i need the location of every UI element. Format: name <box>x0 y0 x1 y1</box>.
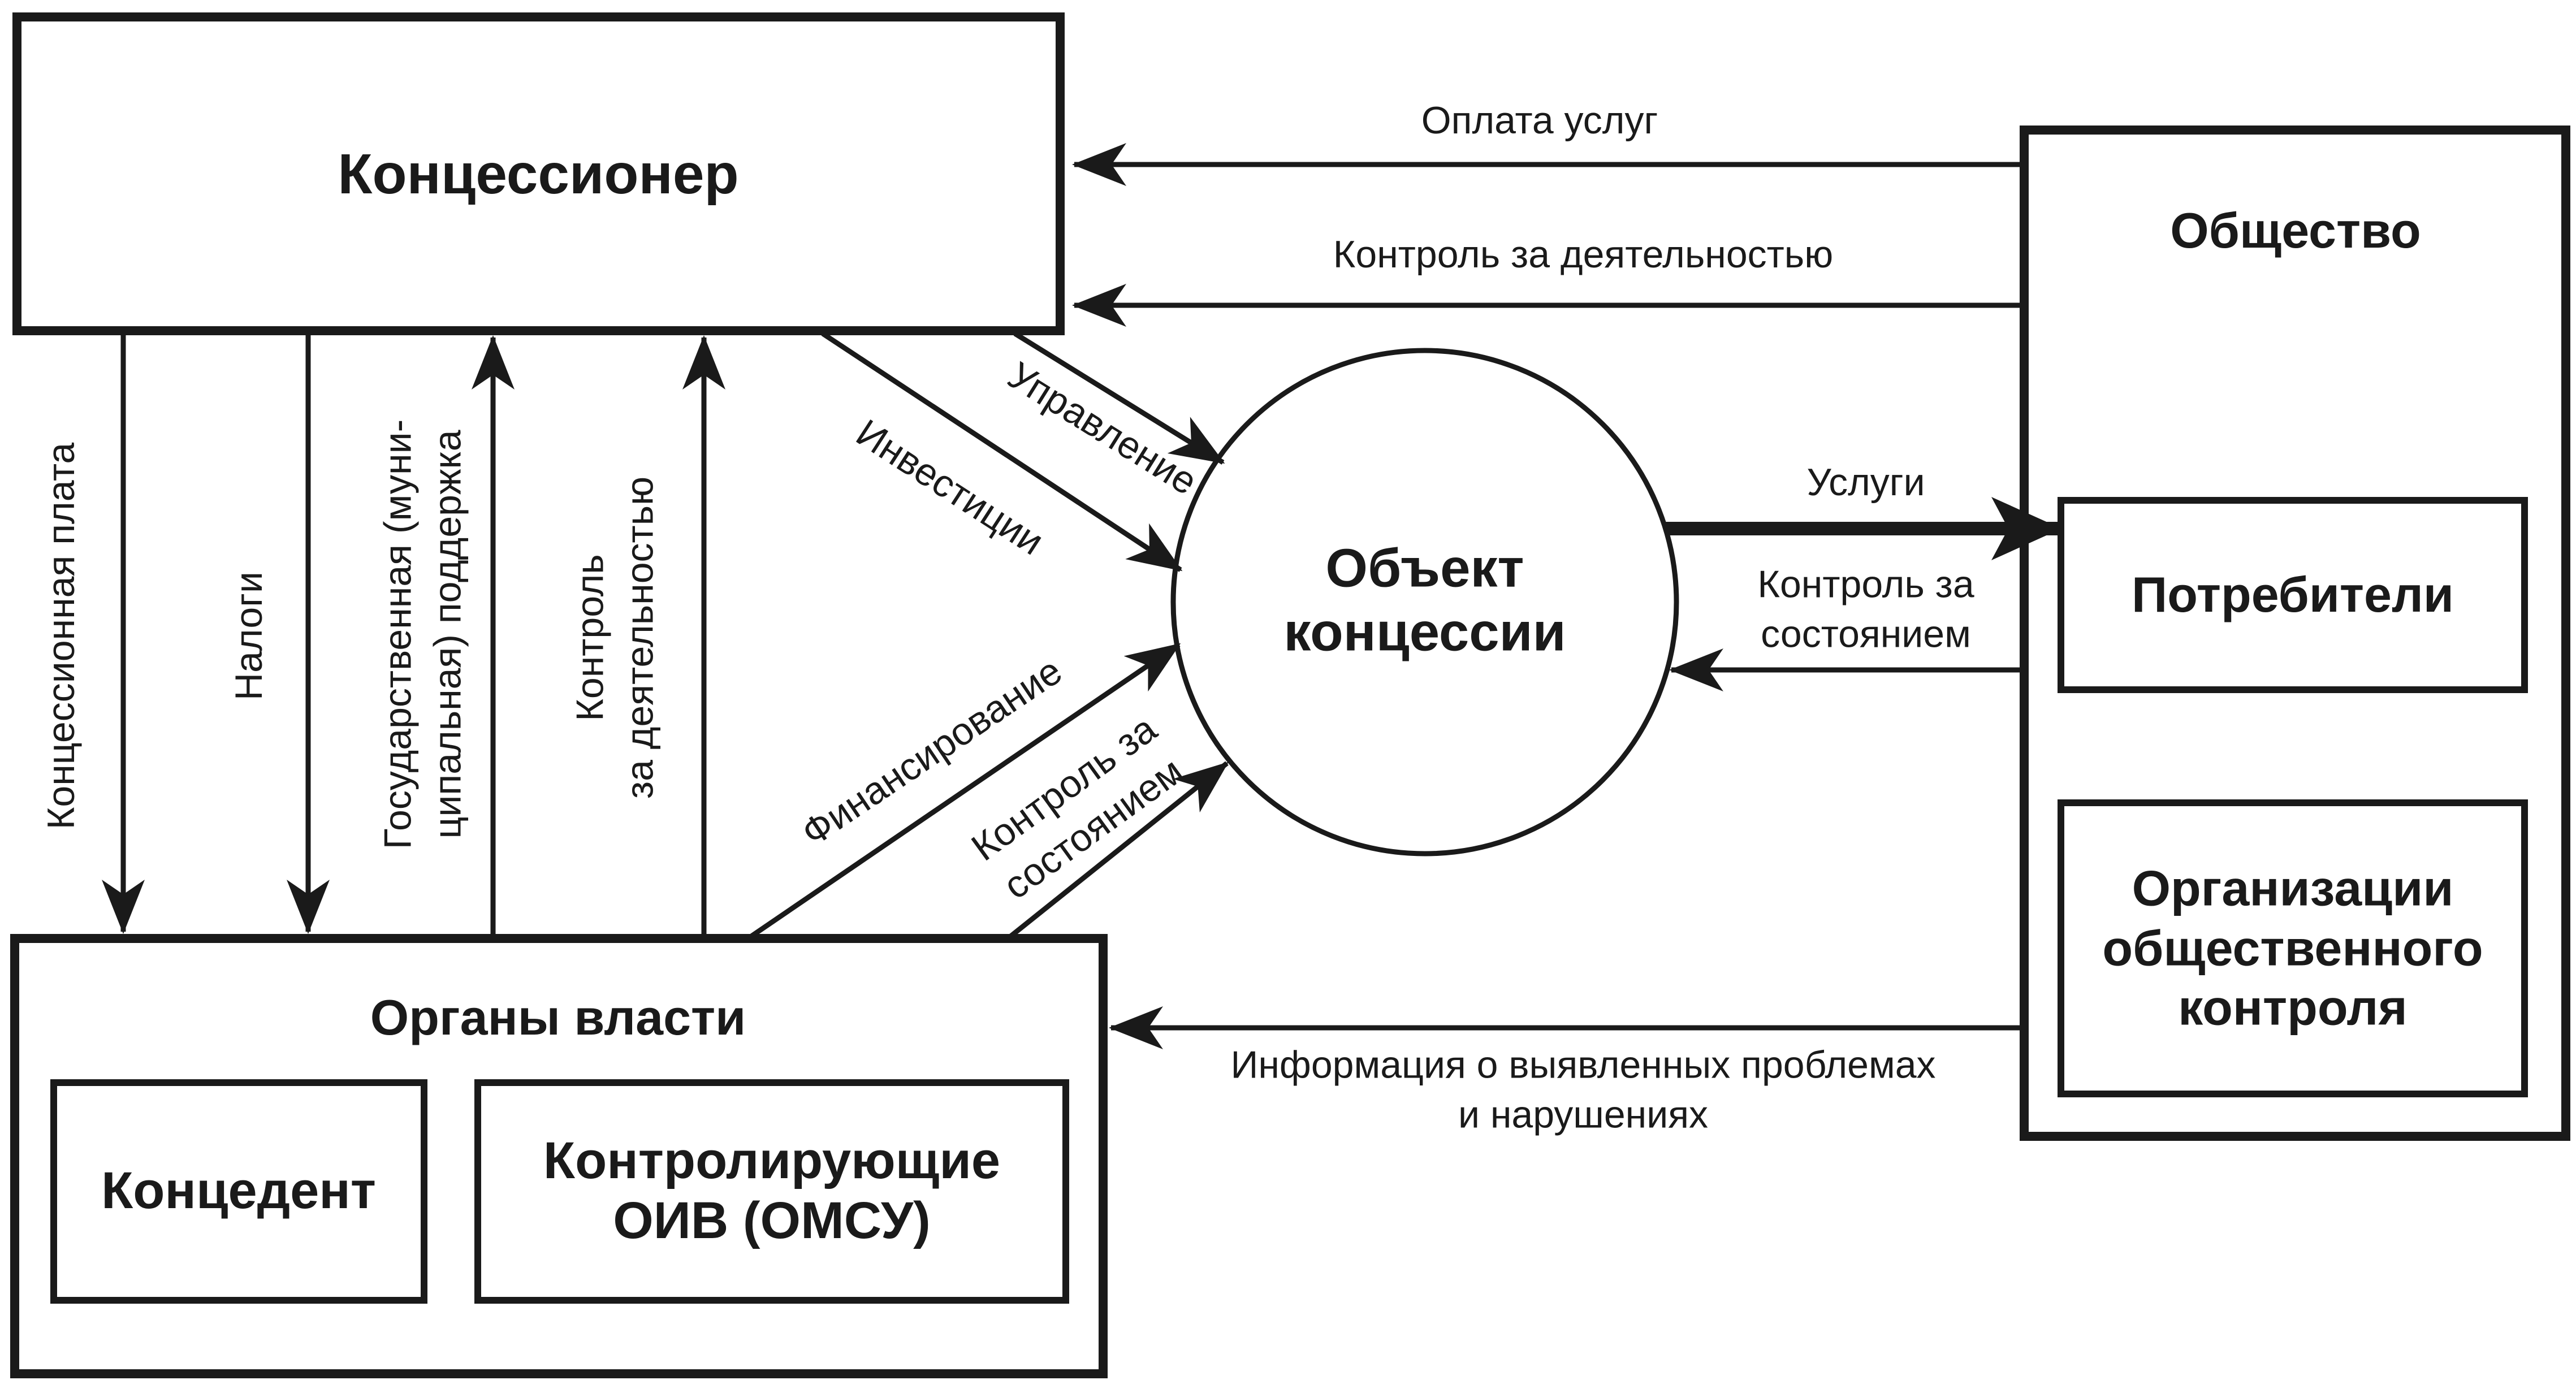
problems-info-line2: и нарушениях <box>1458 1093 1709 1136</box>
consumers-label: Потребители <box>2132 566 2454 623</box>
activity-control-left-label: Контроль за деятельностью <box>565 477 665 799</box>
consumers-box <box>2058 497 2528 693</box>
concession-object-circle <box>1170 348 1679 856</box>
concession-fee-label: Концессионная плата <box>39 442 83 830</box>
services-label: Услуги <box>1806 460 1925 504</box>
controlling-oiv-line2: ОИВ (ОМСУ) <box>613 1192 931 1249</box>
society-label: Общество <box>2170 202 2421 259</box>
controlling-oiv-box <box>474 1079 1069 1304</box>
problems-info-label: Информация о выявленных проблемах и нару… <box>1230 1040 1935 1140</box>
state-support-line1: Государственная (муни- <box>376 419 420 850</box>
public-control-orgs-line1: Организации <box>2132 860 2454 916</box>
problems-info-line1: Информация о выявленных проблемах <box>1230 1043 1936 1087</box>
management-arrow <box>1013 331 1225 465</box>
condition-control-diag-arrow <box>1005 761 1229 942</box>
public-control-orgs-box <box>2058 799 2528 1097</box>
activity-control-left-line2: за деятельностью <box>619 476 662 799</box>
concedent-label: Концедент <box>101 1162 376 1220</box>
state-support-label: Государственная (муни- ципальная) поддер… <box>373 419 473 849</box>
concession-object-line1: Объект <box>1325 538 1524 599</box>
state-support-line2: ципальная) поддержка <box>426 430 469 839</box>
financing-arrow <box>745 642 1181 942</box>
activity-control-top-label: Контроль за деятельностью <box>1333 232 1834 276</box>
condition-control-right-label: Контроль за состоянием <box>1757 560 1974 660</box>
controlling-oiv-line1: Контролирующие <box>543 1132 1001 1190</box>
public-control-orgs-line3: контроля <box>2178 979 2408 1036</box>
condition-control-right-line2: состоянием <box>1761 613 1971 656</box>
authorities-label: Органы власти <box>370 989 746 1046</box>
investments-arrow <box>821 331 1183 572</box>
condition-control-right-line1: Контроль за <box>1757 563 1974 606</box>
public-control-orgs-label: Организации общественного контроля <box>2102 859 2483 1038</box>
concessionaire-box <box>12 12 1065 335</box>
concessionaire-label: Концессионер <box>338 142 739 206</box>
activity-control-left-line1: Контроль <box>568 554 612 721</box>
concession-object-label: Объект концессии <box>1283 537 1566 665</box>
public-control-orgs-line2: общественного <box>2102 920 2483 976</box>
taxes-label: Налоги <box>227 572 270 700</box>
concession-object-line2: концессии <box>1283 602 1566 663</box>
controlling-oiv-label: Контролирующие ОИВ (ОМСУ) <box>543 1131 1000 1251</box>
service-payment-label: Оплата услуг <box>1421 98 1658 142</box>
concedent-box <box>50 1079 427 1304</box>
